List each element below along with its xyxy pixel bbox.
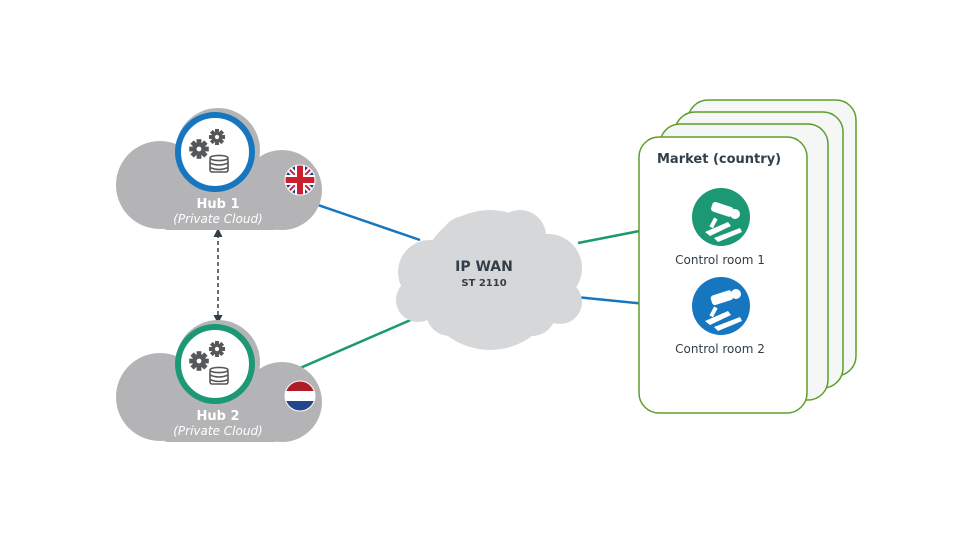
netherlands-flag-icon: [284, 380, 316, 412]
wan-subtitle: ST 2110: [461, 278, 506, 289]
hub2-database-icon: [209, 366, 229, 385]
control-room-1: Control room 1: [675, 188, 765, 267]
hub2-gears-icon: [189, 340, 226, 371]
wan-title: IP WAN: [455, 259, 513, 275]
hub1-badge: [175, 112, 255, 192]
hub1-title: Hub 1: [196, 197, 239, 212]
control-room-2: Control room 2: [675, 277, 765, 356]
wan-cloud: IP WAN ST 2110: [396, 210, 582, 350]
hub2-subtitle: (Private Cloud): [173, 424, 263, 438]
hub2-badge: [175, 324, 255, 404]
hub1-subtitle: (Private Cloud): [173, 212, 263, 226]
control-room-2-label: Control room 2: [675, 342, 765, 356]
hub1-database-icon: [209, 154, 229, 173]
camera-operator-icon: [692, 277, 750, 335]
market-card: [638, 136, 808, 414]
hub2-title: Hub 2: [196, 409, 239, 424]
hub1-gears-icon: [189, 128, 226, 159]
control-room-1-label: Control room 1: [675, 253, 765, 267]
uk-flag-icon: [284, 164, 316, 196]
hub2-cloud: Hub 2 (Private Cloud): [116, 320, 322, 442]
market-title: Market (country): [657, 152, 781, 167]
camera-operator-icon: [692, 188, 750, 246]
